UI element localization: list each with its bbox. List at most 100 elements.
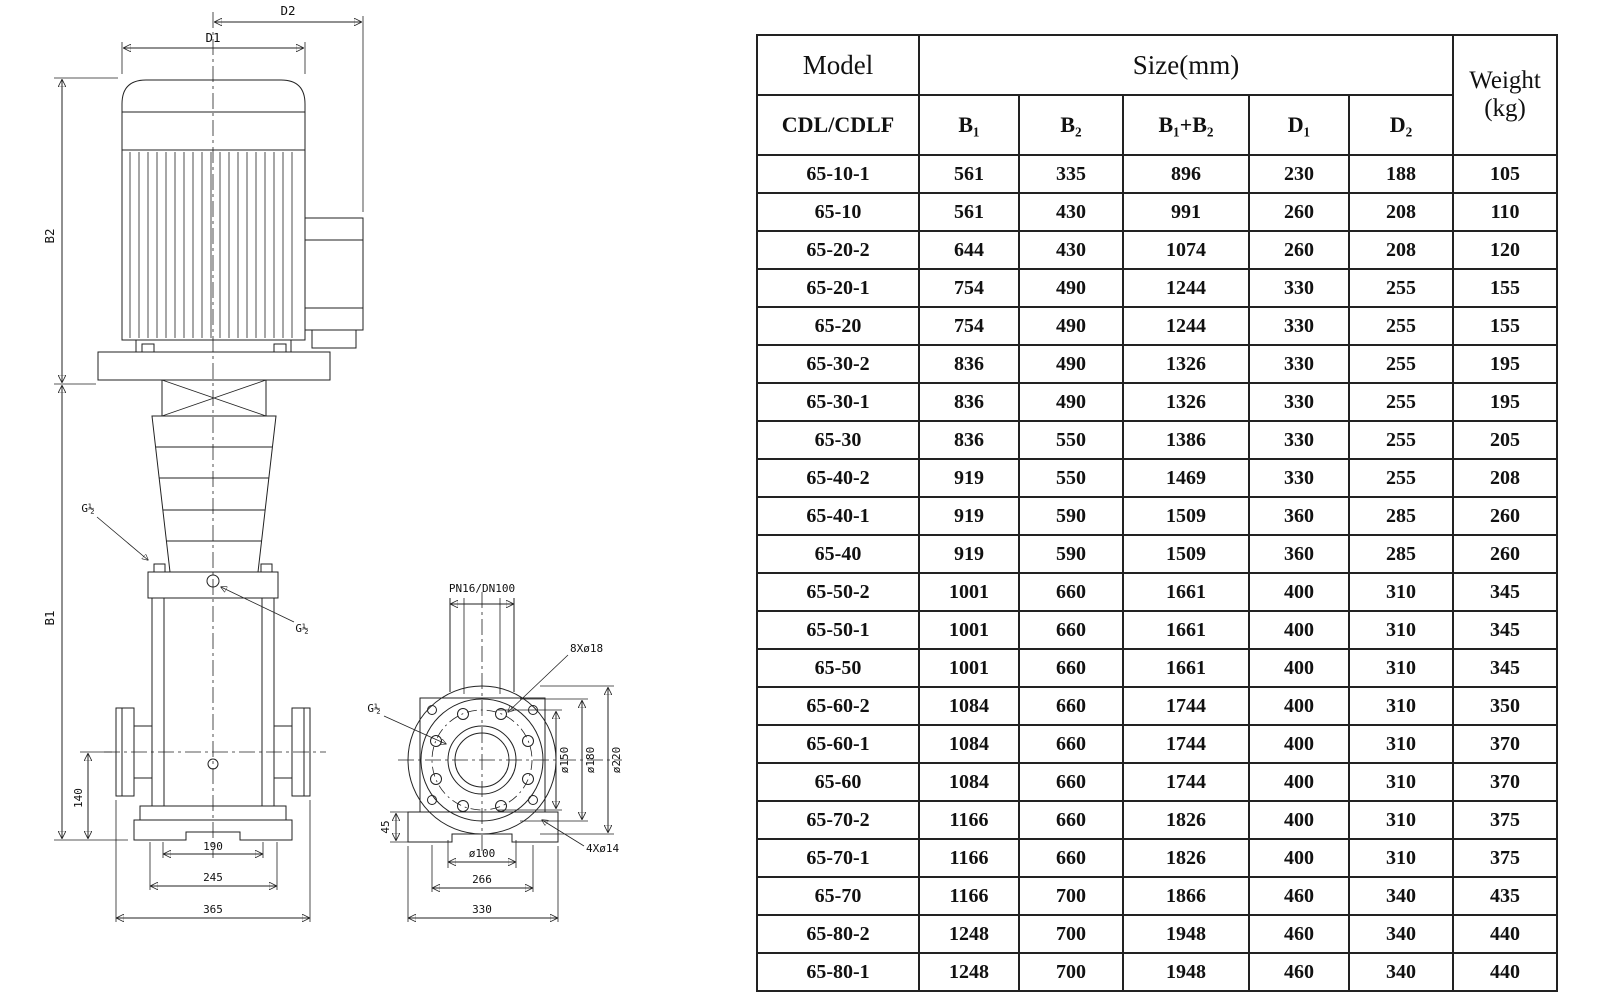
- value-cell: 1084: [918, 762, 1020, 802]
- model-cell: 65-20-2: [756, 230, 920, 270]
- value-cell: 345: [1452, 648, 1559, 688]
- dim-label-dia180: ø180: [584, 747, 597, 774]
- value-cell: 285: [1347, 496, 1455, 536]
- bolt-callout-8x18: 8Xø18: [570, 642, 603, 655]
- value-cell: 400: [1248, 686, 1350, 726]
- value-cell: 345: [1452, 572, 1559, 612]
- value-cell: 335: [1018, 154, 1124, 194]
- value-cell: 310: [1347, 838, 1455, 878]
- value-cell: 460: [1248, 914, 1350, 954]
- value-cell: 660: [1018, 686, 1124, 726]
- value-cell: 330: [1248, 268, 1350, 308]
- value-cell: 208: [1347, 230, 1455, 270]
- value-cell: 1166: [918, 838, 1020, 878]
- value-cell: 330: [1248, 420, 1350, 460]
- dim-label-b1: B1: [42, 610, 57, 625]
- value-cell: 660: [1018, 838, 1124, 878]
- value-cell: 440: [1452, 914, 1559, 954]
- dim-label-d2: D2: [280, 3, 295, 18]
- thread-callout-topview: G½: [367, 702, 380, 715]
- value-cell: 1469: [1122, 458, 1250, 498]
- value-cell: 340: [1347, 876, 1455, 916]
- value-cell: 350: [1452, 686, 1559, 726]
- value-cell: 370: [1452, 762, 1559, 802]
- value-cell: 195: [1452, 382, 1559, 422]
- value-cell: 1248: [918, 914, 1020, 954]
- value-cell: 430: [1018, 192, 1124, 232]
- value-cell: 700: [1018, 914, 1124, 954]
- model-cell: 65-20: [756, 306, 920, 346]
- value-cell: 561: [918, 154, 1020, 194]
- value-cell: 644: [918, 230, 1020, 270]
- model-cell: 65-50-2: [756, 572, 920, 612]
- value-cell: 255: [1347, 306, 1455, 346]
- value-cell: 1166: [918, 800, 1020, 840]
- value-cell: 155: [1452, 268, 1559, 308]
- value-cell: 440: [1452, 952, 1559, 992]
- discharge-port: [274, 707, 311, 797]
- value-cell: 660: [1018, 648, 1124, 688]
- value-cell: 330: [1248, 382, 1350, 422]
- col-header-b1b2: B₁+B₂: [1122, 94, 1250, 156]
- value-cell: 230: [1248, 154, 1350, 194]
- model-cell: 65-60-2: [756, 686, 920, 726]
- value-cell: 1084: [918, 724, 1020, 764]
- top-view-dimensions: PN16/DN100 8Xø18 G½ ø150 ø180 ø220: [367, 582, 623, 922]
- value-cell: 400: [1248, 724, 1350, 764]
- pump-side-view: D2 D1 B2 B1 140 190: [42, 3, 364, 922]
- value-cell: 208: [1452, 458, 1559, 498]
- baseplate-plan: [407, 697, 559, 843]
- pump-base: [133, 805, 293, 841]
- value-cell: 1386: [1122, 420, 1250, 460]
- weight-unit: (kg): [1484, 95, 1526, 122]
- suction-port: [115, 707, 152, 797]
- value-cell: 1248: [918, 952, 1020, 992]
- value-cell: 1326: [1122, 344, 1250, 384]
- value-cell: 754: [918, 306, 1020, 346]
- value-cell: 1661: [1122, 648, 1250, 688]
- value-cell: 836: [918, 344, 1020, 384]
- value-cell: 490: [1018, 268, 1124, 308]
- model-cell: 65-60-1: [756, 724, 920, 764]
- value-cell: 430: [1018, 230, 1124, 270]
- model-cell: 65-50-1: [756, 610, 920, 650]
- flange-bolt-holes: [430, 708, 534, 812]
- model-cell: 65-30-1: [756, 382, 920, 422]
- model-cell: 65-40: [756, 534, 920, 574]
- value-cell: 370: [1452, 724, 1559, 764]
- model-cell: 65-30: [756, 420, 920, 460]
- value-cell: 490: [1018, 306, 1124, 346]
- value-cell: 208: [1347, 192, 1455, 232]
- coupling-section: [161, 379, 267, 417]
- thread-callout-right: G½: [295, 622, 308, 635]
- value-cell: 285: [1347, 534, 1455, 574]
- dim-label-d1: D1: [205, 30, 220, 45]
- value-cell: 550: [1018, 458, 1124, 498]
- col-header-d1: D₁: [1248, 94, 1350, 156]
- model-cell: 65-30-2: [756, 344, 920, 384]
- dim-label-365: 365: [203, 903, 223, 916]
- value-cell: 590: [1018, 534, 1124, 574]
- value-cell: 360: [1248, 534, 1350, 574]
- value-cell: 1509: [1122, 496, 1250, 536]
- motor-flange: [97, 343, 331, 381]
- value-cell: 340: [1347, 914, 1455, 954]
- value-cell: 375: [1452, 800, 1559, 840]
- value-cell: 896: [1122, 154, 1250, 194]
- value-cell: 1244: [1122, 268, 1250, 308]
- model-cell: 65-80-2: [756, 914, 920, 954]
- model-cell: 65-10: [756, 192, 920, 232]
- model-cell: 65-70-1: [756, 838, 920, 878]
- value-cell: 1509: [1122, 534, 1250, 574]
